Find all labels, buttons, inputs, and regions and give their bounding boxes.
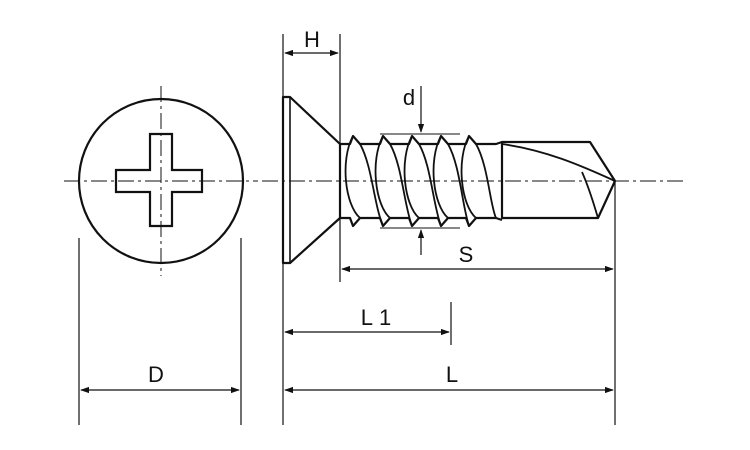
threaded-shank	[340, 134, 503, 228]
dimension-lines	[80, 49, 614, 394]
phillips-cross-recess	[114, 132, 204, 228]
label-L: L	[446, 362, 458, 387]
label-d: d	[403, 85, 415, 110]
head-top-view-centerlines	[64, 86, 258, 276]
screw-side-view	[281, 95, 617, 265]
extension-lines	[78, 34, 616, 425]
countersunk-head	[281, 95, 342, 265]
label-H: H	[304, 27, 320, 52]
label-D: D	[148, 362, 164, 387]
label-S: S	[459, 242, 474, 267]
drill-point	[500, 140, 617, 220]
thread-diameter-reference-lines	[380, 133, 460, 229]
thread-helix	[344, 135, 497, 227]
label-L1: L1	[361, 305, 397, 330]
